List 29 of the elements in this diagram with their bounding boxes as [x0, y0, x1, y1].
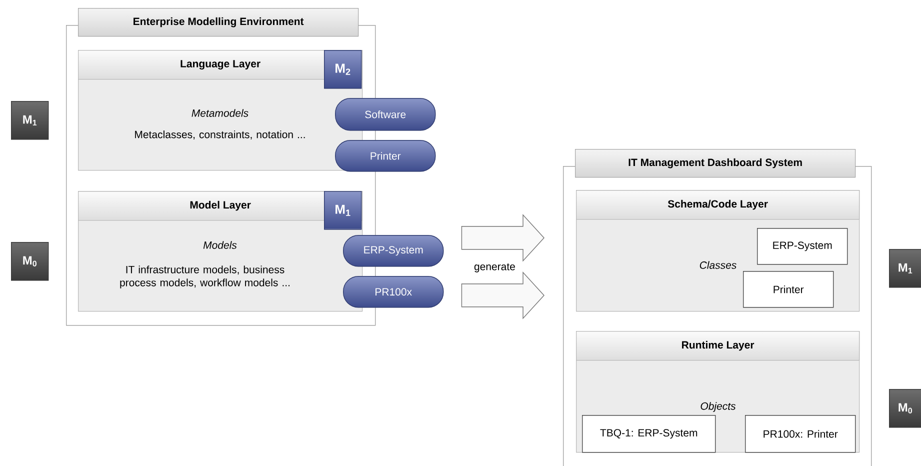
level-badge: M$_{1}$: [324, 191, 362, 230]
element-pill: Software: [335, 98, 436, 131]
element-box: PR100x: Printer: [745, 415, 856, 453]
level-badge: M$_{0}$: [11, 242, 49, 281]
description-text: Metaclasses, constraints, notation ...: [135, 130, 305, 140]
header-bar: Runtime Layer: [576, 331, 860, 361]
layer-subtitle: Metamodels: [192, 109, 248, 117]
level-badge: M$_{1}$: [889, 249, 921, 288]
description-text: IT infrastructure models, business process models, workflow models ...: [120, 266, 290, 288]
element-pill: ERP-System: [343, 235, 444, 267]
element-box: TBQ-1: ERP-System: [582, 415, 716, 453]
header-bar: Schema/Code Layer: [576, 190, 860, 220]
level-badge: M$_{1}$: [11, 101, 49, 140]
element-box: Printer: [743, 271, 834, 308]
title-bar: Enterprise Modelling Environment: [78, 8, 359, 37]
block-arrow: [461, 214, 544, 262]
layer-panel: [78, 191, 363, 312]
layer-subtitle: Classes: [700, 261, 736, 269]
layer-subtitle: Models: [203, 241, 237, 249]
element-pill: PR100x: [343, 276, 444, 308]
layer-panel: [78, 50, 363, 171]
element-box: ERP-System: [757, 228, 848, 265]
block-arrow: [461, 271, 544, 320]
title-bar: IT Management Dashboard System: [575, 149, 856, 178]
edge-label: generate: [472, 262, 516, 274]
element-pill: Printer: [335, 140, 436, 172]
level-badge: M$_{0}$: [889, 389, 921, 428]
layer-subtitle: Objects: [700, 402, 736, 412]
level-badge: M$_{2}$: [324, 50, 362, 89]
